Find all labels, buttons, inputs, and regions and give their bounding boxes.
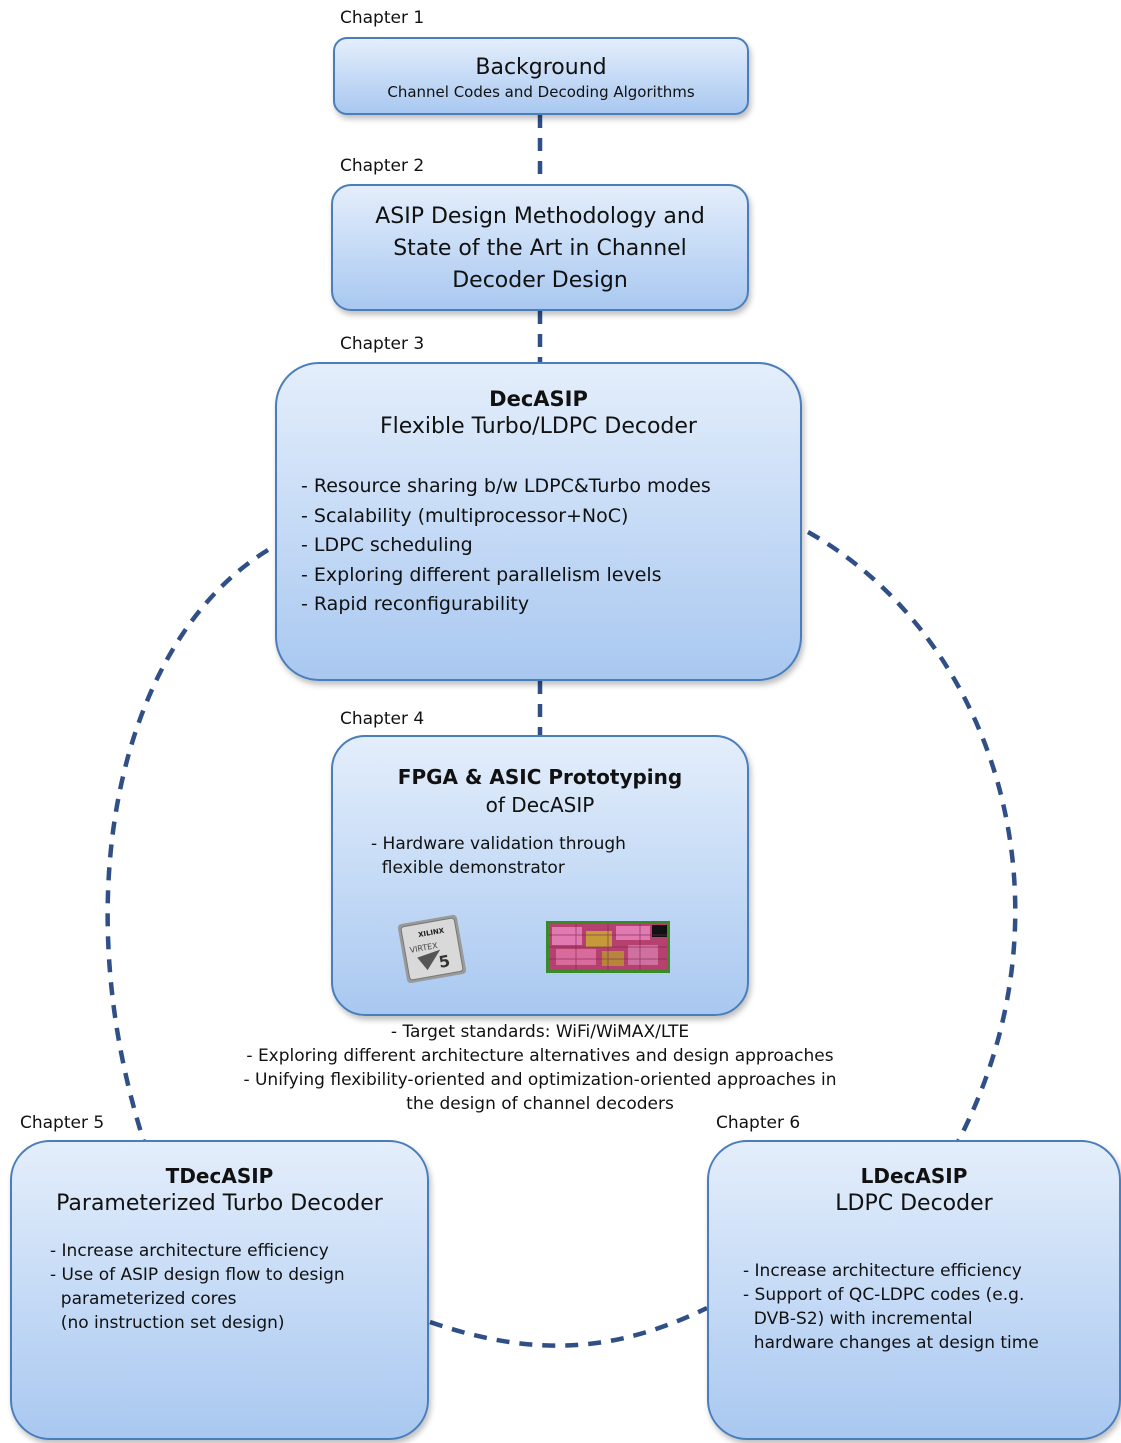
chapter-6-subtitle: LDPC Decoder — [835, 1191, 993, 1216]
chapter-5-label: Chapter 5 — [20, 1113, 105, 1133]
bullet-item: parameterized cores — [50, 1289, 237, 1309]
chapter-1-subtitle: Channel Codes and Decoding Algorithms — [387, 83, 695, 101]
chapter-2-title-line-2: State of the Art in Channel — [393, 236, 687, 261]
chapter-2-label: Chapter 2 — [340, 156, 425, 176]
bullet-item: DVB-S2) with incremental — [743, 1309, 973, 1329]
bullet-item: - Scalability (multiprocessor+NoC) — [301, 504, 629, 527]
cross-cutting-notes: - Target standards: WiFi/WiMAX/LTE - Exp… — [140, 1020, 940, 1116]
asic-die-image — [546, 921, 670, 973]
bullet-item: (no instruction set design) — [50, 1313, 285, 1333]
chapter-3-box: DecASIP Flexible Turbo/LDPC Decoder - Re… — [275, 362, 802, 681]
chapter-3-subtitle: Flexible Turbo/LDPC Decoder — [380, 414, 697, 439]
chapter-2-title-line-1: ASIP Design Methodology and — [375, 204, 705, 229]
bullet-item: flexible demonstrator — [371, 858, 565, 878]
bullet-item: - Increase architecture efficiency — [50, 1241, 329, 1261]
bullet-item: - Support of QC-LDPC codes (e.g. — [743, 1285, 1025, 1305]
fpga-chip-image: XILINX VIRTEX 5 — [397, 914, 467, 984]
chapter-6-title: LDecASIP — [860, 1164, 968, 1188]
chapter-6-bullet-list: - Increase architecture efficiency - Sup… — [743, 1259, 1119, 1355]
connector-arc-right — [806, 530, 1018, 1162]
note-line: - Unifying flexibility-oriented and opti… — [243, 1070, 837, 1090]
note-line: - Target standards: WiFi/WiMAX/LTE — [390, 1022, 690, 1042]
bullet-item: - Resource sharing b/w LDPC&Turbo modes — [301, 475, 711, 497]
note-line: the design of channel decoders — [406, 1094, 674, 1114]
chapter-2-title-line-3: Decoder Design — [452, 268, 628, 293]
chapter-3-title: DecASIP — [489, 387, 588, 411]
chapter-1-title: Background — [475, 55, 607, 80]
chapter-5-subtitle: Parameterized Turbo Decoder — [56, 1191, 383, 1216]
chapter-3-bullet-list: - Resource sharing b/w LDPC&Turbo modes … — [301, 472, 800, 620]
connector-arc-bottom — [429, 1305, 708, 1348]
chapter-3-label: Chapter 3 — [340, 334, 425, 354]
chapter-4-box: FPGA & ASIC Prototyping of DecASIP - Har… — [331, 735, 749, 1016]
chapter-6-label: Chapter 6 — [716, 1113, 801, 1133]
connector-arc-left — [105, 548, 270, 1161]
bullet-item: - Hardware validation through — [371, 834, 626, 854]
chapter-1-label: Chapter 1 — [340, 8, 425, 28]
chapter-6-box: LDecASIP LDPC Decoder - Increase archite… — [707, 1140, 1121, 1440]
note-line: - Exploring different architecture alter… — [246, 1046, 834, 1066]
chapter-5-title: TDecASIP — [165, 1164, 274, 1188]
chapter-4-subtitle: of DecASIP — [485, 793, 595, 817]
chapter-4-label: Chapter 4 — [340, 709, 425, 729]
bullet-item: - LDPC scheduling — [301, 534, 473, 556]
chapter-4-title: FPGA & ASIC Prototyping — [397, 765, 683, 789]
chapter-2-box: ASIP Design Methodology and State of the… — [331, 184, 749, 311]
chapter-5-box: TDecASIP Parameterized Turbo Decoder - I… — [10, 1140, 429, 1440]
chapter-1-box: Background Channel Codes and Decoding Al… — [333, 37, 749, 115]
bullet-item: - Rapid reconfigurability — [301, 593, 530, 615]
bullet-item: hardware changes at design time — [743, 1333, 1039, 1353]
bullet-item: - Use of ASIP design flow to design — [50, 1265, 345, 1285]
chapter-5-bullet-list: - Increase architecture efficiency - Use… — [50, 1239, 427, 1335]
bullet-item: - Exploring different parallelism levels — [301, 563, 662, 586]
chip-number-text: 5 — [437, 951, 451, 972]
chapter-4-bullet-list: - Hardware validation through flexible d… — [371, 832, 747, 880]
bullet-item: - Increase architecture efficiency — [743, 1261, 1022, 1281]
